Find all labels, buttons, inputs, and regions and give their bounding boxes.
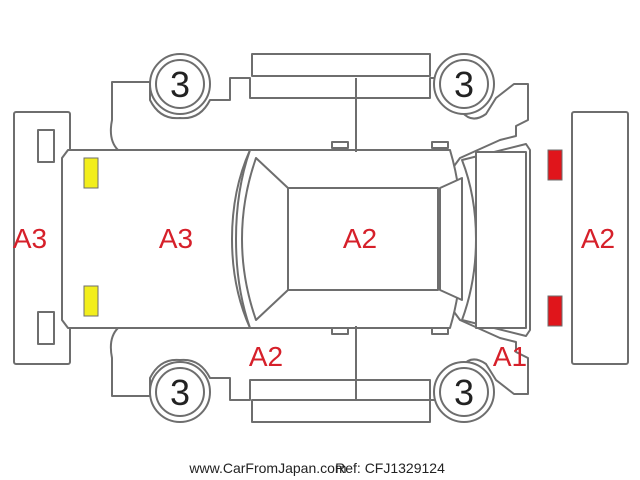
wheel-rear-right: 3 — [433, 361, 495, 423]
rear-hatch — [475, 151, 527, 329]
windshield — [241, 157, 289, 321]
front-bumper-slot-bottom — [37, 311, 55, 345]
wheel-front-right: 3 — [433, 53, 495, 115]
footer-source: www.CarFromJapan.com — [188, 460, 346, 476]
footer-ref: Ref: CFJ1329124 — [335, 460, 445, 476]
rear-lamp-bottom — [547, 295, 563, 327]
tire-rim — [155, 59, 205, 109]
grade-left-front-door: A2 — [249, 341, 283, 372]
bottom-rocker — [251, 399, 431, 423]
wheel-grade: 3 — [170, 64, 190, 105]
top-door-handle-rear — [431, 141, 449, 149]
front-lamp-bottom — [83, 285, 99, 317]
roof-center — [287, 187, 439, 291]
rear-lamp-top — [547, 149, 563, 181]
tire-rim — [155, 367, 205, 417]
bottom-door-handle-front — [331, 327, 349, 335]
front-bumper-slot-top — [37, 129, 55, 163]
grade-left-rear-quarter: A1 — [493, 341, 527, 372]
top-rocker — [251, 53, 431, 77]
grade-rear-bumper: A2 — [581, 223, 615, 254]
tire-rim — [439, 59, 489, 109]
rear-window — [439, 177, 463, 301]
wheel-grade: 3 — [170, 372, 190, 413]
bottom-door-handle-rear — [431, 327, 449, 335]
wheel-front-left: 3 — [149, 53, 211, 115]
wheel-grade: 3 — [454, 372, 474, 413]
rear-bumper — [571, 111, 629, 365]
top-door-handle-front — [331, 141, 349, 149]
wheel-rear-left: 3 — [149, 361, 211, 423]
grade-hood: A3 — [159, 223, 193, 254]
grade-front-bumper: A3 — [13, 223, 47, 254]
tire-rim — [439, 367, 489, 417]
front-lamp-top — [83, 157, 99, 189]
wheel-grade: 3 — [454, 64, 474, 105]
grade-roof: A2 — [343, 223, 377, 254]
